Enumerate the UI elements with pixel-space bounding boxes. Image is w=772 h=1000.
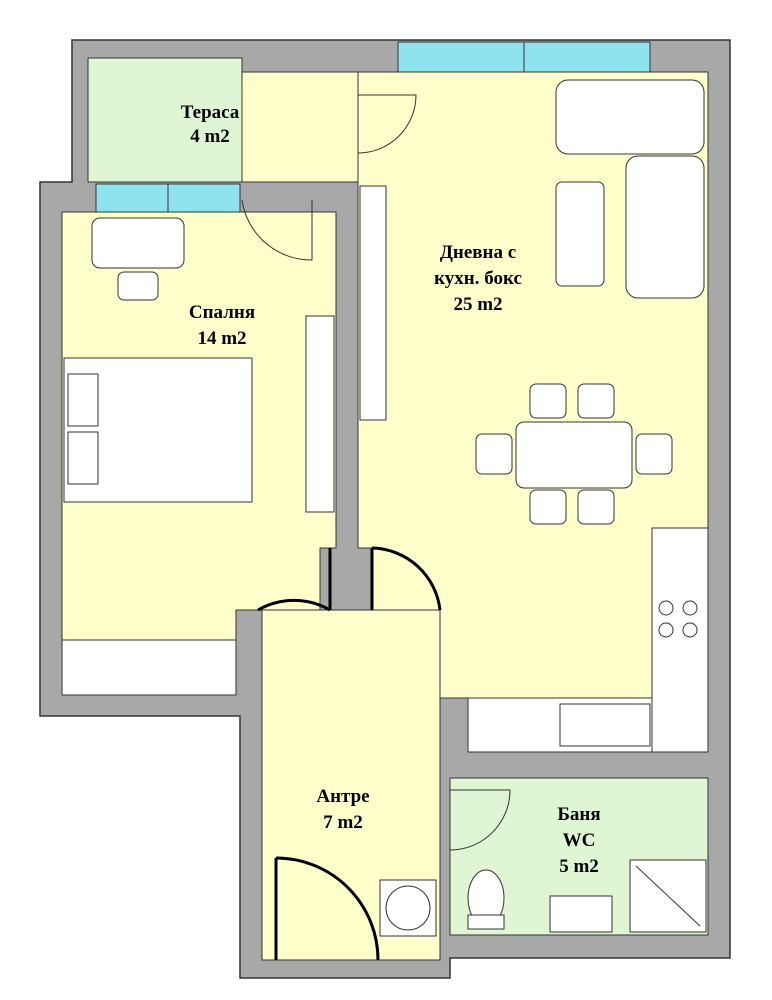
bed [63,357,253,503]
sofa [555,79,705,299]
terrace-name: Тераса [181,102,240,123]
door-terrace [357,94,417,154]
tv-unit [305,185,387,513]
living-line1: Дневна с [440,242,516,263]
bedroom-name: Спалня [189,302,255,323]
hall-area: 7 m2 [323,812,363,833]
bath-line2: WC [563,830,596,851]
wardrobe [61,639,237,696]
bath-area: 5 m2 [559,856,599,877]
living-line2: кухн. бокс [434,268,522,289]
door-entrance [274,856,380,961]
bathroom-fixtures [379,859,707,937]
terrace-area: 4 m2 [190,126,230,147]
door-bath [449,789,511,851]
bath-line1: Баня [557,804,600,825]
hall-room [261,609,441,961]
living-area: 25 m2 [453,294,502,315]
hall-name: Антре [316,786,369,807]
desk [91,217,185,301]
entry-corridor [241,71,359,183]
bedroom-area: 14 m2 [197,328,246,349]
kitchen [467,527,709,753]
door-bedroom-terrace [241,199,313,261]
door-bedroom [257,548,332,612]
terrace-room [87,57,243,183]
door-living [370,546,442,611]
dining-table [475,383,673,525]
